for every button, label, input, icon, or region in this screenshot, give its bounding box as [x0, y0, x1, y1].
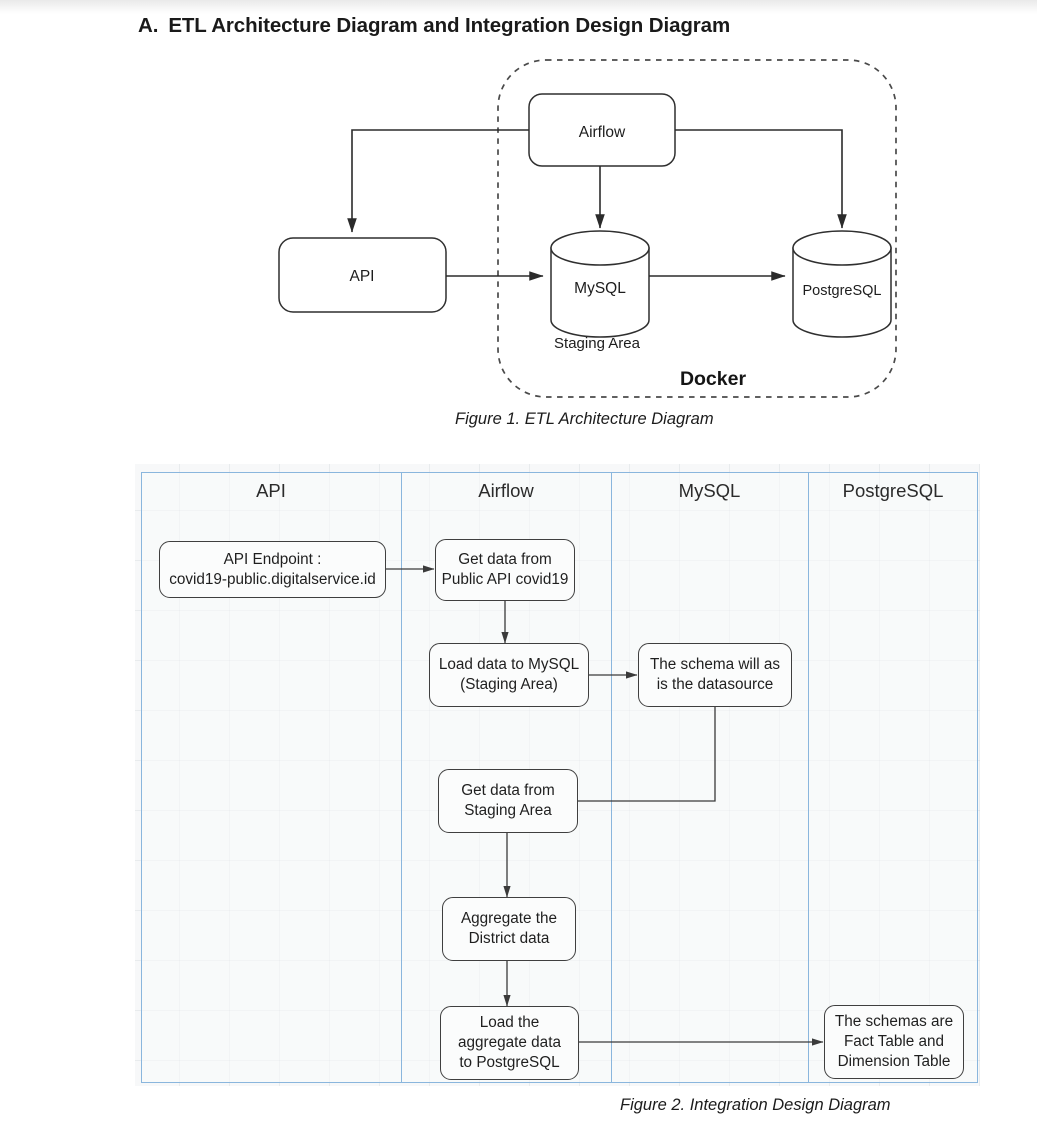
node-aggregate-district-data[interactable]: Aggregate the District data	[442, 897, 576, 961]
postgresql-node-label: PostgreSQL	[803, 283, 882, 299]
mysql-staging-label: Staging Area	[554, 335, 641, 352]
edge-schema-to-getstaging	[512, 707, 716, 805]
api-node-label: API	[350, 268, 375, 285]
lane-header-mysql: MySQL	[678, 480, 741, 501]
mysql-node-label: MySQL	[574, 280, 626, 297]
lane-header-api: API	[256, 480, 286, 501]
page-top-band	[0, 0, 1037, 14]
postgresql-node	[792, 230, 892, 338]
lane-divider-3	[808, 472, 809, 1083]
etl-architecture-diagram: Docker Airflow API MySQL Staging Area Po…	[0, 52, 1037, 422]
figure2-caption: Figure 2. Integration Design Diagram	[620, 1096, 891, 1114]
figure1-canvas: Docker Airflow API MySQL Staging Area Po…	[278, 59, 897, 398]
figure1-caption: Figure 1. ETL Architecture Diagram	[455, 410, 714, 428]
node-api-endpoint[interactable]: API Endpoint : covid19-public.digitalser…	[159, 541, 386, 598]
flow-connectors	[385, 565, 824, 1046]
airflow-node-label: Airflow	[579, 124, 626, 141]
page-title: A. ETL Architecture Diagram and Integrati…	[138, 14, 730, 38]
docker-label: Docker	[680, 368, 747, 390]
node-get-data-from-staging[interactable]: Get data from Staging Area	[438, 769, 578, 833]
node-schemas-fact-dimension[interactable]: The schemas are Fact Table and Dimension…	[824, 1005, 964, 1079]
integration-design-diagram: API Airflow MySQL PostgreSQL API Endpoin…	[135, 464, 980, 1086]
api-node	[278, 237, 447, 313]
docker-container	[497, 59, 897, 398]
lane-header-airflow: Airflow	[478, 480, 534, 501]
lane-divider-2	[611, 472, 612, 1083]
page-title-letter: A.	[138, 14, 159, 37]
page-title-text: ETL Architecture Diagram and Integration…	[168, 14, 731, 37]
mysql-node	[550, 230, 650, 338]
lane-divider-1	[401, 472, 402, 1083]
node-load-data-to-mysql[interactable]: Load data to MySQL (Staging Area)	[429, 643, 589, 707]
node-load-aggregate-to-postgresql[interactable]: Load the aggregate data to PostgreSQL	[440, 1006, 579, 1080]
edge-airflow-api	[347, 129, 529, 233]
node-schema-datasource[interactable]: The schema will as is the datasource	[638, 643, 792, 707]
node-get-data-from-api[interactable]: Get data from Public API covid19	[435, 539, 575, 601]
lane-header-postgresql: PostgreSQL	[842, 480, 944, 501]
edge-airflow-postgresql	[675, 129, 847, 229]
